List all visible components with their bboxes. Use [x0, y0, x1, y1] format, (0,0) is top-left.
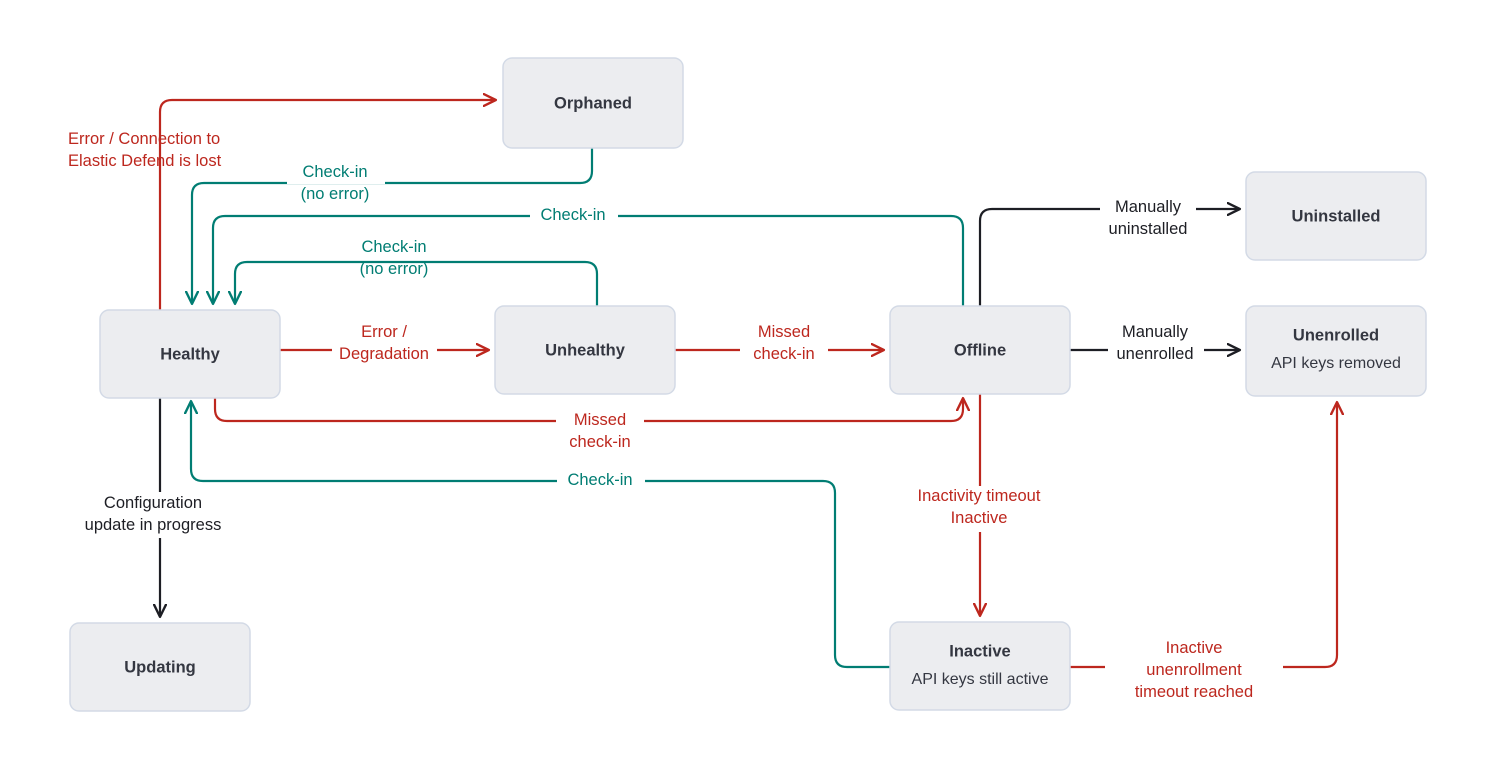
- edge-label-unhealthy-to-healthy-line2: (no error): [360, 260, 429, 278]
- edge-label-orphaned-to-healthy: Check-in: [302, 163, 367, 181]
- node-offline[interactable]: Offline: [889, 305, 1071, 395]
- edge-label-inactive-to-unenrolled-line2: unenrollment: [1146, 661, 1242, 679]
- edge-label-healthy-to-offline-missed: Missed: [574, 411, 626, 429]
- edge-unhealthy-to-healthy: Check-in (no error): [235, 237, 599, 308]
- edge-label-offline-to-unenrolled-line2: unenrolled: [1116, 345, 1193, 363]
- edge-label-offline-to-inactive-line2: Inactive: [951, 509, 1008, 527]
- edge-label-unhealthy-to-offline: Missed: [758, 323, 810, 341]
- node-unenrolled-subtitle: API keys removed: [1271, 355, 1401, 372]
- edge-label-offline-to-uninstalled: Manually: [1115, 198, 1182, 216]
- edge-offline-to-inactive: Inactivity timeout Inactive: [900, 392, 1060, 615]
- node-orphaned-title: Orphaned: [554, 94, 632, 112]
- edge-offline-to-unenrolled: Manually unenrolled: [1068, 322, 1239, 368]
- edge-unhealthy-to-offline: Missed check-in: [673, 322, 883, 368]
- edge-offline-to-uninstalled: Manually uninstalled: [978, 198, 1239, 308]
- edge-label-unhealthy-to-healthy: Check-in: [361, 238, 426, 256]
- edge-label-healthy-to-offline-missed-line2: check-in: [569, 433, 630, 451]
- edge-label-offline-to-healthy: Check-in: [540, 206, 605, 224]
- edge-label-healthy-to-updating-line2: update in progress: [85, 516, 222, 534]
- edge-label-inactive-to-healthy: Check-in: [567, 471, 632, 489]
- node-uninstalled-title: Uninstalled: [1292, 207, 1381, 225]
- node-uninstalled[interactable]: Uninstalled: [1245, 171, 1427, 261]
- edge-label-orphaned-to-healthy-line2: (no error): [301, 185, 370, 203]
- edge-label-healthy-to-unhealthy: Error /: [361, 323, 407, 341]
- node-unhealthy-title: Unhealthy: [545, 341, 626, 359]
- node-offline-title: Offline: [954, 341, 1006, 359]
- edge-label-unhealthy-to-offline-line2: check-in: [753, 345, 814, 363]
- edge-label-healthy-to-updating: Configuration: [104, 494, 202, 512]
- edge-label-healthy-to-orphaned: Error / Connection to Elastic Defend is …: [68, 130, 225, 170]
- edge-label-healthy-to-unhealthy-line2: Degradation: [339, 345, 429, 363]
- edge-label-inactive-to-unenrolled-line3: timeout reached: [1135, 683, 1253, 701]
- edge-label-inactive-to-unenrolled: Inactive: [1166, 639, 1223, 657]
- node-inactive[interactable]: Inactive API keys still active: [889, 621, 1071, 711]
- node-orphaned[interactable]: Orphaned: [502, 57, 684, 149]
- node-updating[interactable]: Updating: [69, 622, 251, 712]
- node-unenrolled-title: Unenrolled: [1293, 326, 1379, 344]
- node-unhealthy[interactable]: Unhealthy: [494, 305, 676, 395]
- node-inactive-subtitle: API keys still active: [912, 671, 1049, 688]
- node-unenrolled[interactable]: Unenrolled API keys removed: [1245, 305, 1427, 397]
- edge-orphaned-to-healthy: Check-in (no error): [192, 146, 594, 303]
- edge-inactive-to-unenrolled: Inactive unenrollment timeout reached: [1068, 403, 1337, 706]
- node-updating-title: Updating: [124, 658, 196, 676]
- edge-healthy-to-offline-missed: Missed check-in: [213, 396, 963, 451]
- edge-offline-to-healthy: Check-in: [213, 205, 965, 308]
- edge-healthy-to-unhealthy: Error / Degradation: [278, 322, 488, 368]
- edge-inactive-to-healthy: Check-in: [191, 402, 892, 669]
- edge-healthy-to-updating: Configuration update in progress: [72, 396, 237, 616]
- edge-label-offline-to-inactive: Inactivity timeout: [918, 487, 1041, 505]
- node-healthy-title: Healthy: [160, 345, 220, 363]
- edge-healthy-to-orphaned: Error / Connection to Elastic Defend is …: [68, 100, 495, 312]
- edge-label-offline-to-unenrolled: Manually: [1122, 323, 1189, 341]
- node-healthy[interactable]: Healthy: [99, 309, 281, 399]
- node-inactive-title: Inactive: [949, 642, 1010, 660]
- edge-label-offline-to-uninstalled-line2: uninstalled: [1109, 220, 1188, 238]
